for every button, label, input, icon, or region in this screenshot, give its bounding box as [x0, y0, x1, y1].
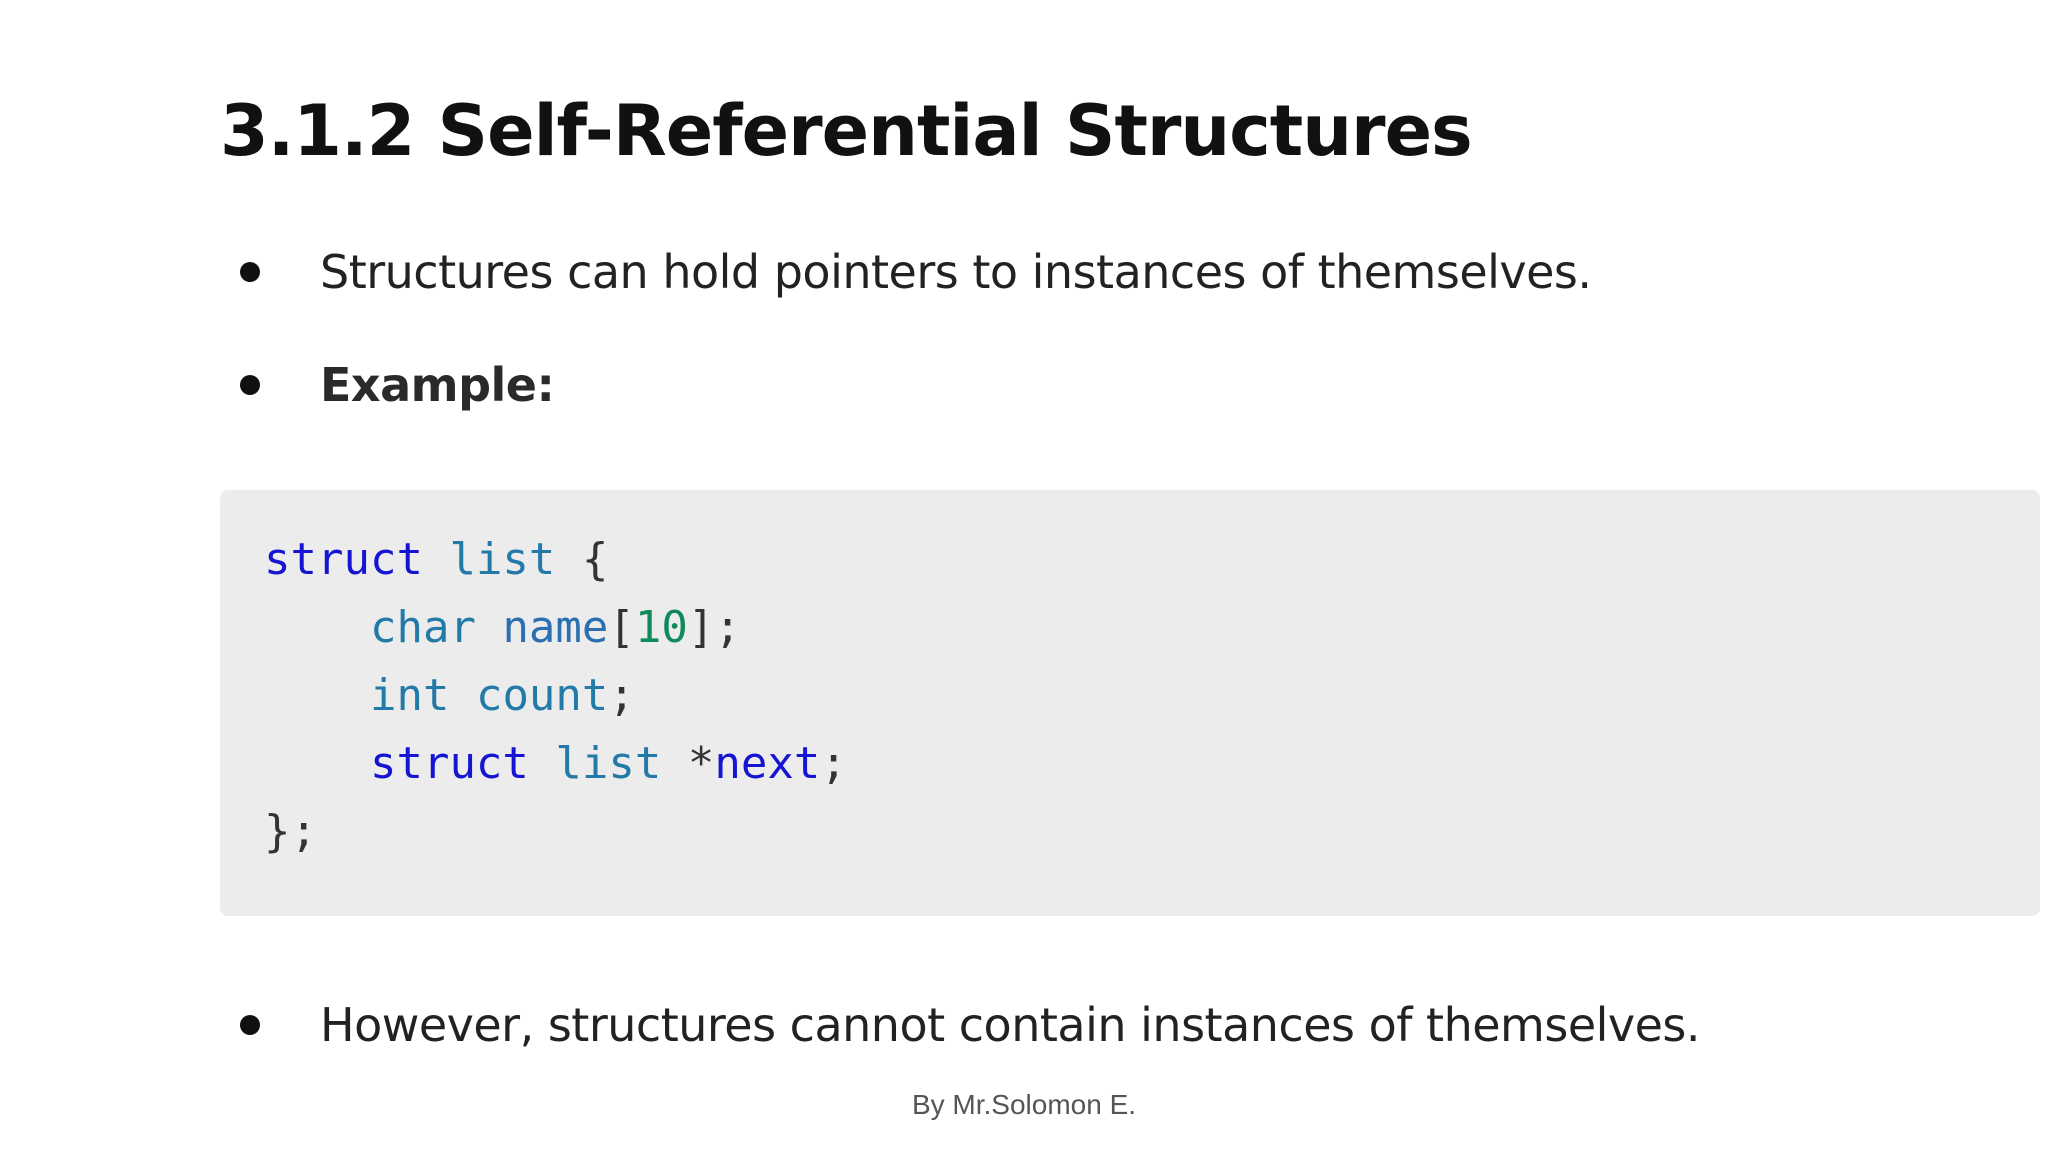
code-punctuation: ; — [608, 670, 635, 721]
code-line: }; — [264, 798, 847, 866]
code-punctuation: ; — [820, 738, 847, 789]
code-line: char name[10]; — [264, 594, 847, 662]
code-space — [529, 738, 556, 789]
code-punctuation: { — [581, 534, 609, 585]
code-listing: struct list { char name[10]; int count; … — [264, 526, 847, 866]
code-line: int count; — [264, 662, 847, 730]
code-operator: * — [687, 738, 715, 789]
code-space — [661, 738, 688, 789]
code-number: 10 — [634, 602, 688, 653]
bullet-dot-icon — [240, 262, 260, 282]
code-indent — [264, 670, 370, 721]
bullet-dot-icon — [240, 375, 260, 395]
code-identifier: next — [714, 738, 821, 789]
bullet-item: Example: — [240, 355, 555, 415]
code-space — [476, 602, 503, 653]
bullet-item: However, structures cannot contain insta… — [240, 995, 1701, 1055]
code-type: char — [369, 602, 476, 653]
bullet-item: Structures can hold pointers to instance… — [240, 242, 1592, 302]
code-indent — [264, 602, 370, 653]
slide-title: 3.1.2 Self-Referential Structures — [220, 90, 1473, 172]
bullet-text: Structures can hold pointers to instance… — [320, 245, 1592, 299]
bullet-dot-icon — [240, 1015, 260, 1035]
code-indent — [264, 738, 370, 789]
code-block: struct list { char name[10]; int count; … — [220, 490, 2040, 916]
code-struct-name: list — [555, 738, 662, 789]
code-space — [555, 534, 582, 585]
code-punctuation: }; — [264, 806, 317, 857]
slide-footer: By Mr.Solomon E. — [911, 1089, 1137, 1120]
code-type: int — [369, 670, 450, 721]
code-line: struct list *next; — [264, 730, 847, 798]
code-space — [449, 670, 476, 721]
code-space — [423, 534, 450, 585]
code-identifier: name — [502, 602, 609, 653]
code-keyword: struct — [264, 534, 423, 585]
code-punctuation: ]; — [687, 602, 741, 653]
code-struct-name: list — [449, 534, 556, 585]
code-line: struct list { — [264, 526, 847, 594]
bullet-text: Example: — [320, 358, 555, 412]
code-punctuation: [ — [608, 602, 635, 653]
code-identifier: count — [475, 670, 609, 721]
bullet-text: However, structures cannot contain insta… — [320, 998, 1701, 1052]
code-keyword: struct — [369, 738, 529, 789]
